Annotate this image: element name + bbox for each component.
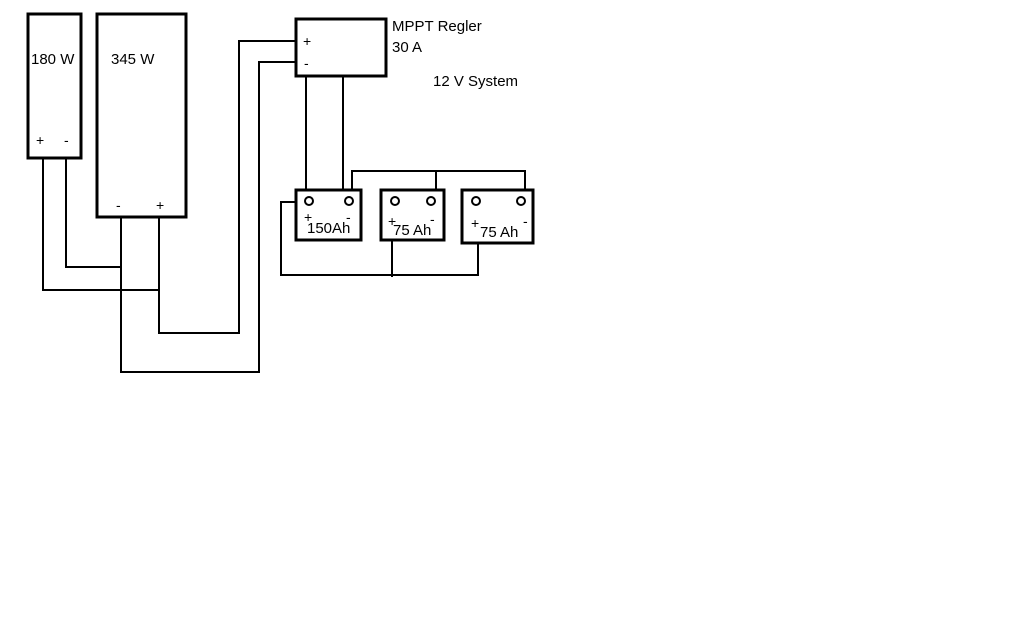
panel-180w-plus-sign: + xyxy=(36,132,44,148)
system-voltage-note: 12 V System xyxy=(433,73,518,90)
battery-75ah-1-minus-sign: - xyxy=(430,211,435,227)
wire-neg-bus xyxy=(351,170,526,190)
panel-180w-body xyxy=(26,12,83,160)
panel-345w-minus-sign: - xyxy=(116,197,121,213)
battery-75ah-2-label: 75 Ah xyxy=(480,224,518,241)
mppt-controller: + - MPPT Regler 30 A xyxy=(294,17,482,78)
mppt-title: MPPT Regler xyxy=(392,18,482,35)
mppt-minus-sign: - xyxy=(304,55,309,71)
panel-345w-plus-sign: + xyxy=(156,197,164,213)
panel-180w-label: 180 W xyxy=(31,51,75,68)
mppt-rating: 30 A xyxy=(392,39,422,56)
wires xyxy=(42,40,526,373)
panel-180w: 180 W + - xyxy=(26,12,83,160)
battery-75ah-2: + - 75 Ah xyxy=(460,188,535,245)
wire-345-minus xyxy=(120,61,296,373)
battery-75ah-1-plus-sign: + xyxy=(388,213,396,229)
battery-75ah-1-plus-terminal xyxy=(390,196,400,206)
battery-75ah-1-minus-terminal xyxy=(426,196,436,206)
panel-345w: 345 W - + xyxy=(95,12,188,219)
wire-pos-bus xyxy=(280,201,479,276)
wire-180-minus xyxy=(65,158,121,268)
battery-150ah: + - 150Ah xyxy=(294,188,363,242)
battery-150ah-plus-terminal xyxy=(304,196,314,206)
battery-150ah-minus-terminal xyxy=(344,196,354,206)
panel-180w-minus-sign: - xyxy=(64,132,69,148)
mppt-plus-sign: + xyxy=(303,33,311,49)
battery-75ah-2-minus-terminal xyxy=(516,196,526,206)
battery-150ah-plus-sign: + xyxy=(304,209,312,225)
panel-345w-label: 345 W xyxy=(111,51,155,68)
battery-75ah-2-plus-sign: + xyxy=(471,215,479,231)
battery-75ah-1-label: 75 Ah xyxy=(393,222,431,239)
battery-75ah-1: + - 75 Ah xyxy=(379,188,446,242)
wire-345-plus xyxy=(158,40,296,334)
battery-150ah-minus-sign: - xyxy=(346,209,351,225)
battery-75ah-2-minus-sign: - xyxy=(523,213,528,229)
panel-345w-body xyxy=(95,12,188,219)
battery-75ah-2-plus-terminal xyxy=(471,196,481,206)
battery-150ah-label: 150Ah xyxy=(307,220,350,237)
mppt-controller-body xyxy=(294,17,388,78)
